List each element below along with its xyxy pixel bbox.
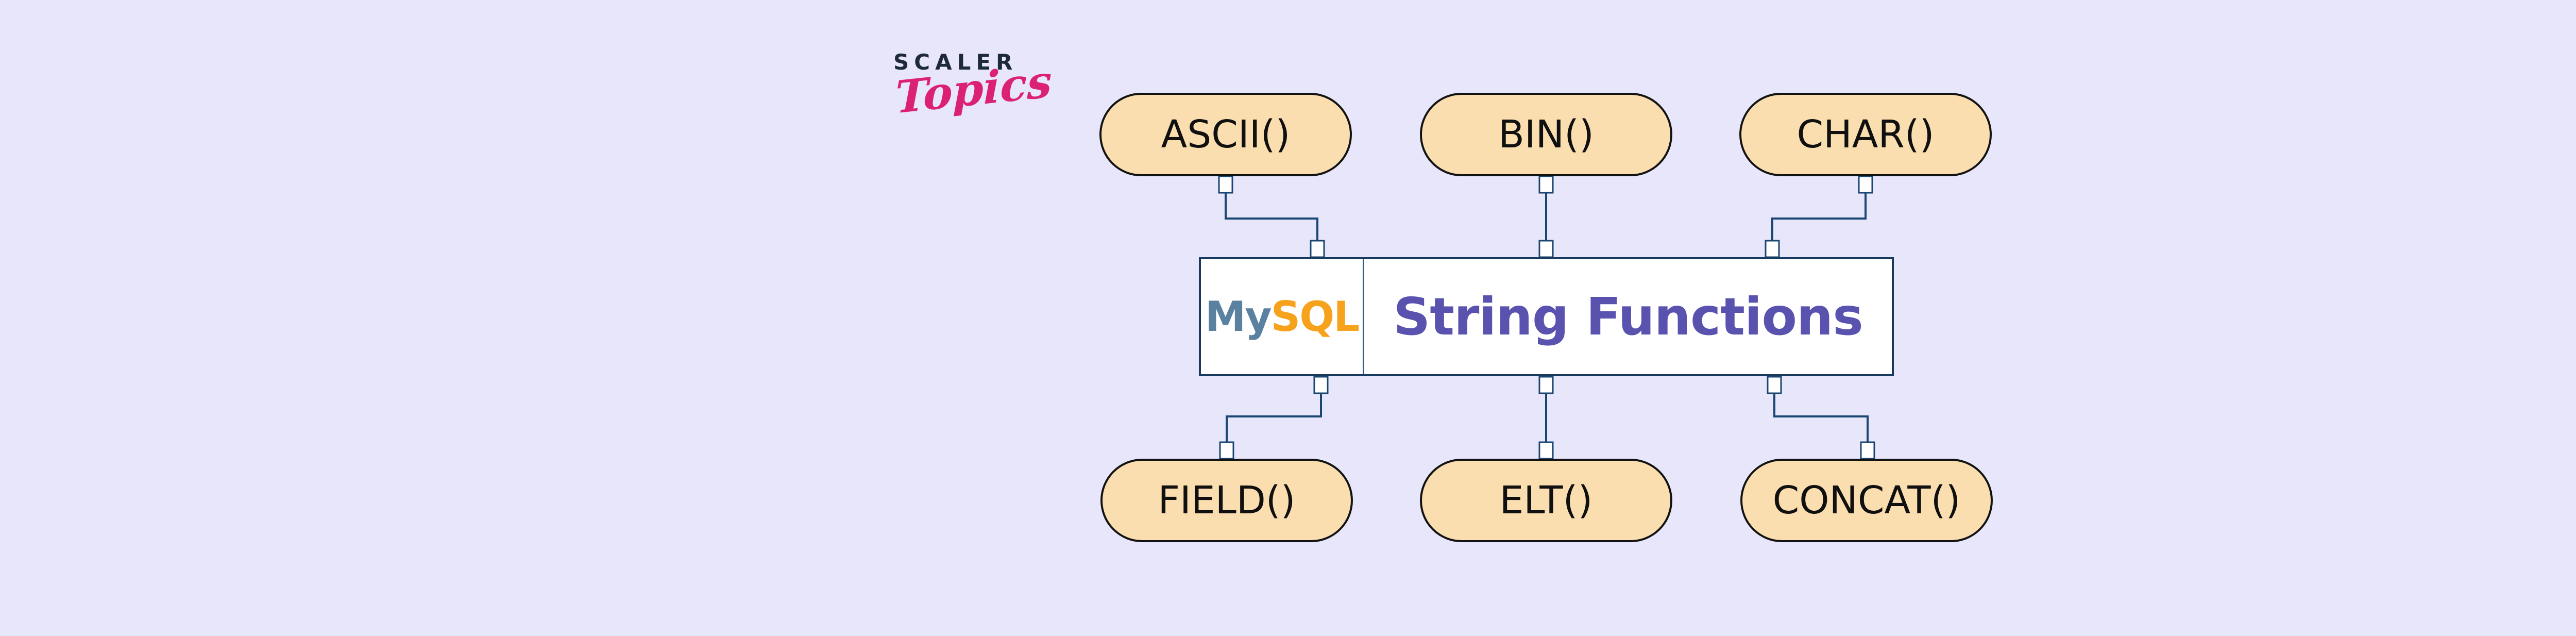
connector-line xyxy=(1771,176,1867,257)
mysql-my-text: My xyxy=(1205,293,1272,341)
connector-handle xyxy=(1538,376,1554,394)
connector-line xyxy=(1773,376,1869,459)
node-label: CHAR() xyxy=(1797,112,1935,157)
connector-handle xyxy=(1767,376,1782,394)
scaler-wordmark: SCALER xyxy=(893,49,1018,75)
center-title: String Functions xyxy=(1393,287,1863,347)
connector-line xyxy=(1226,376,1322,459)
connector-handle xyxy=(1858,175,1873,194)
node-elt: ELT() xyxy=(1420,459,1672,542)
center-box: MySQL String Functions xyxy=(1199,257,1894,376)
connector-handle xyxy=(1218,175,1233,194)
connector-handle xyxy=(1219,441,1234,460)
connector-handle xyxy=(1538,175,1554,194)
mysql-sql-text: SQL xyxy=(1270,293,1360,341)
node-label: BIN() xyxy=(1498,112,1594,157)
title-cell: String Functions xyxy=(1364,259,1892,374)
node-field: FIELD() xyxy=(1100,459,1353,542)
connector-handle xyxy=(1310,240,1325,258)
connector-handle xyxy=(1313,376,1329,394)
connector-handle xyxy=(1860,441,1875,460)
connector-handle xyxy=(1765,240,1780,258)
mysql-logo: MySQL xyxy=(1201,259,1364,374)
node-ascii: ASCII() xyxy=(1099,93,1352,176)
node-char: CHAR() xyxy=(1739,93,1992,176)
node-bin: BIN() xyxy=(1420,93,1672,176)
connector-handle xyxy=(1538,441,1554,460)
node-label: ASCII() xyxy=(1161,112,1291,157)
connector-line xyxy=(1225,176,1318,257)
node-concat: CONCAT() xyxy=(1740,459,1993,542)
mysql-wordmark: MySQL xyxy=(1205,293,1360,341)
connector-handle xyxy=(1538,240,1554,258)
node-label: ELT() xyxy=(1499,478,1593,523)
scaler-topics-logo: SCALER Topics xyxy=(893,49,1052,124)
node-label: FIELD() xyxy=(1158,478,1296,523)
node-label: CONCAT() xyxy=(1772,478,1961,523)
